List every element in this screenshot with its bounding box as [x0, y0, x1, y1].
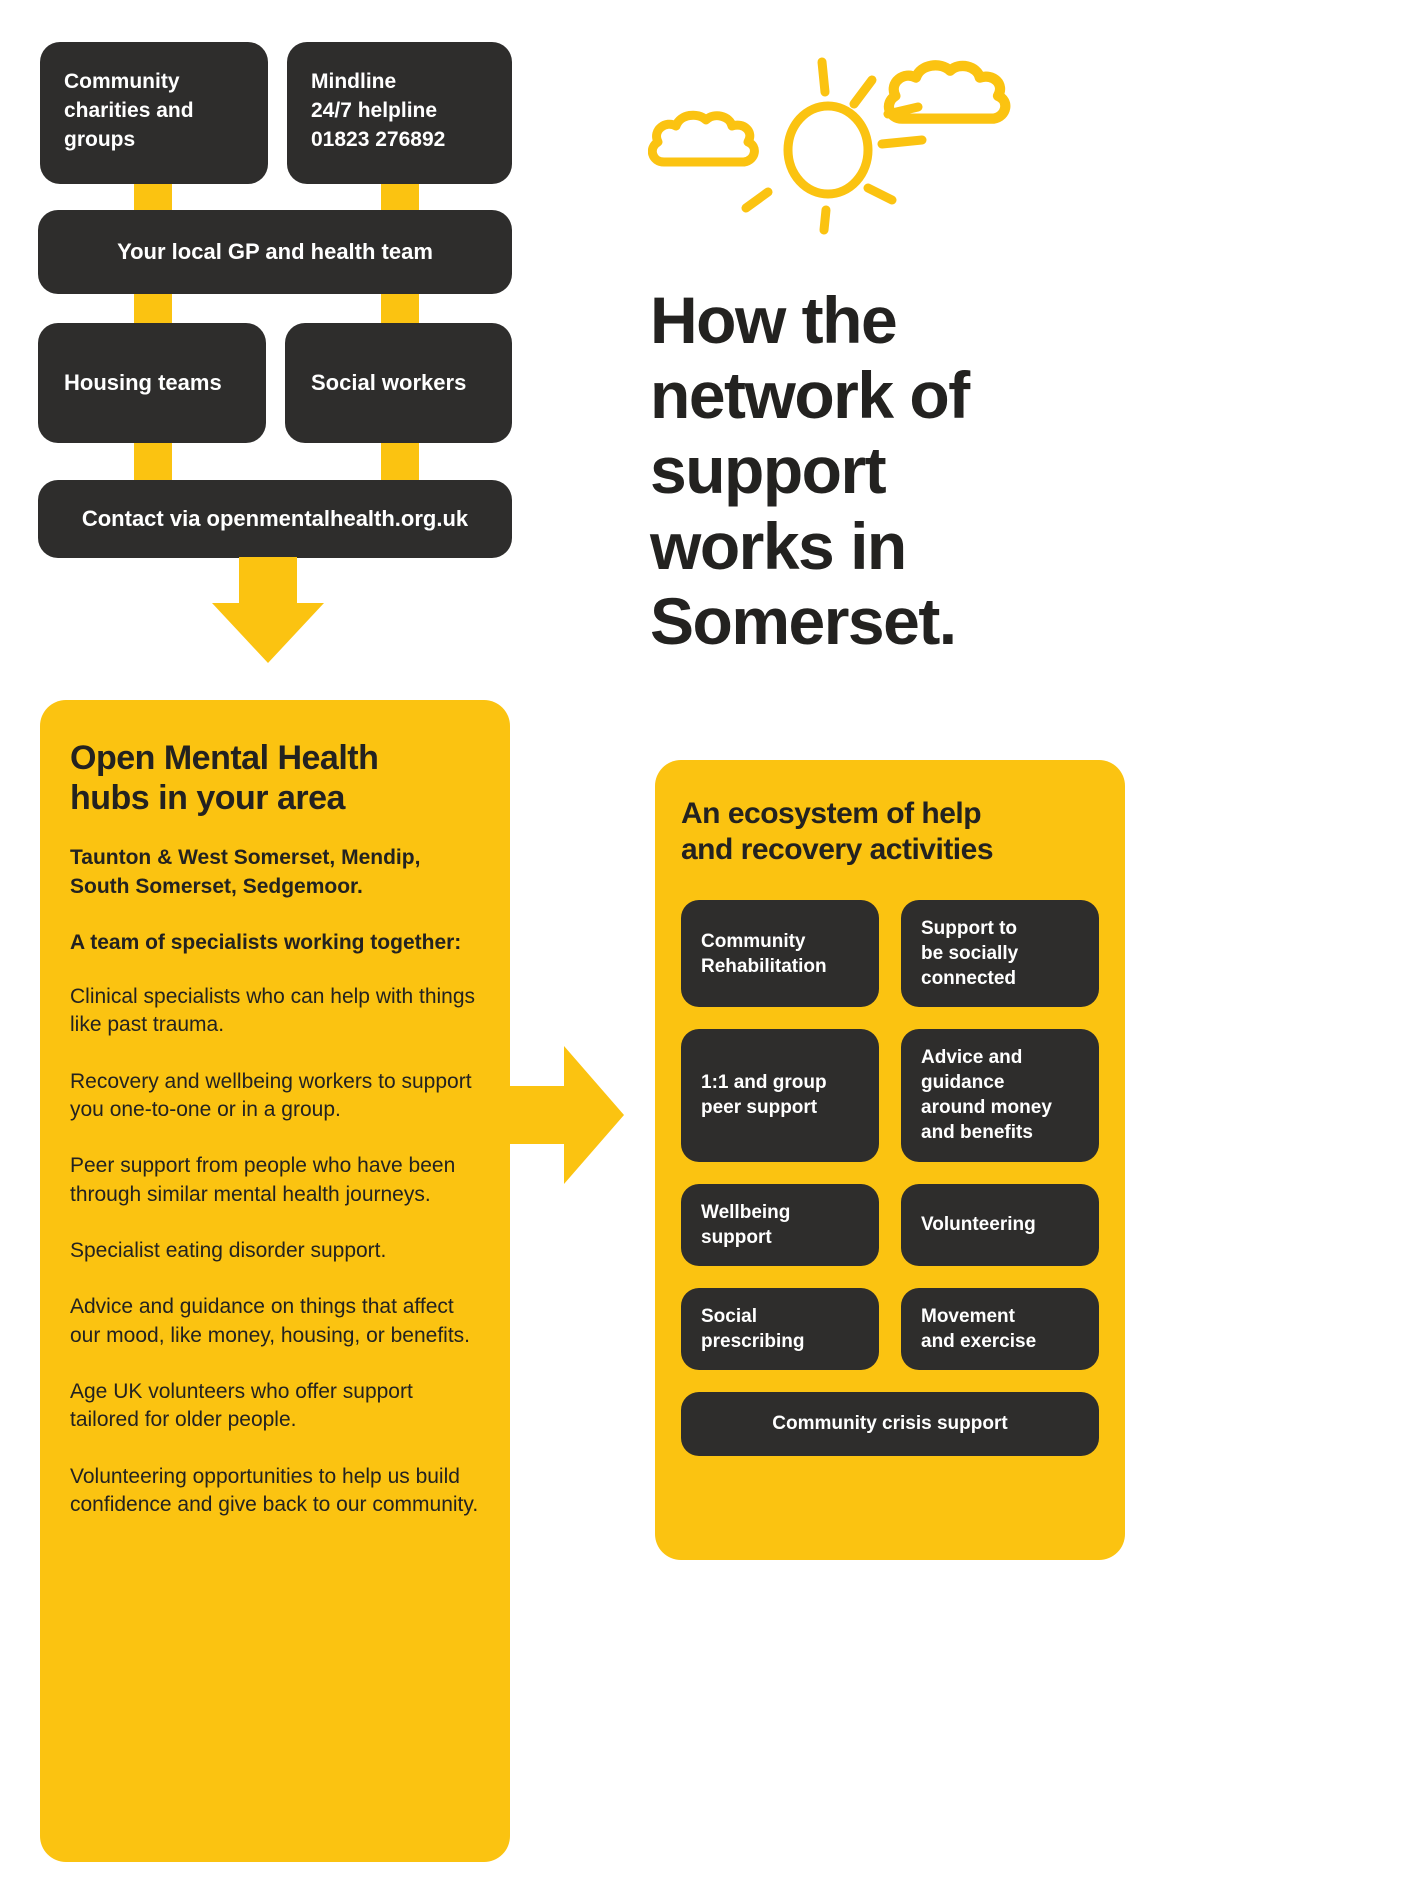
- flow-box-gp-health-team: Your local GP and health team: [38, 210, 512, 294]
- ecosystem-box-movement-exercise: Movement and exercise: [901, 1287, 1099, 1370]
- flow-box-community-charities: Community charities and groups: [40, 42, 268, 184]
- flow-box-mindline-helpline: Mindline 24/7 helpline 01823 276892: [287, 42, 512, 184]
- hub-card-team-heading: A team of specialists working together:: [70, 930, 462, 954]
- ecosystem-grid: Community Rehabilitation Support to be s…: [681, 900, 1099, 1456]
- down-arrow-icon: [212, 557, 324, 663]
- flow-box-contact-website: Contact via openmentalhealth.org.uk: [38, 480, 512, 558]
- ecosystem-box-volunteering: Volunteering: [901, 1183, 1099, 1266]
- flow-box-social-workers: Social workers: [285, 323, 512, 443]
- hub-paragraph: Age UK volunteers who offer support tail…: [70, 1380, 413, 1432]
- ecosystem-box-crisis-support: Community crisis support: [681, 1391, 1099, 1456]
- hub-card-title: Open Mental Health hubs in your area: [70, 739, 379, 818]
- ecosystem-box-socially-connected: Support to be socially connected: [901, 900, 1099, 1008]
- hub-paragraph: Peer support from people who have been t…: [70, 1154, 456, 1206]
- sun-doodle-icon: [648, 57, 1011, 235]
- hub-card: Open Mental Health hubs in your area Tau…: [40, 700, 510, 1862]
- hub-paragraph: Specialist eating disorder support.: [70, 1238, 387, 1262]
- flow-box-housing-teams: Housing teams: [38, 323, 266, 443]
- hub-card-areas: Taunton & West Somerset, Mendip, South S…: [70, 846, 421, 898]
- ecosystem-box-social-prescribing: Social prescribing: [681, 1287, 879, 1370]
- ecosystem-box-wellbeing-support: Wellbeing support: [681, 1183, 879, 1266]
- ecosystem-box-peer-support: 1:1 and group peer support: [681, 1029, 879, 1162]
- hub-paragraph: Volunteering opportunities to help us bu…: [70, 1464, 479, 1517]
- hub-paragraph: Clinical specialists who can help with t…: [70, 984, 476, 1037]
- ecosystem-card: An ecosystem of help and recovery activi…: [655, 760, 1125, 1560]
- ecosystem-card-title: An ecosystem of help and recovery activi…: [681, 797, 994, 866]
- hub-paragraph: Recovery and wellbeing workers to suppor…: [70, 1069, 472, 1121]
- hub-paragraph: Advice and guidance on things that affec…: [70, 1295, 470, 1347]
- ecosystem-box-community-rehabilitation: Community Rehabilitation: [681, 900, 879, 1008]
- page-title: How the network of support works in Some…: [650, 283, 970, 658]
- ecosystem-box-money-advice: Advice and guidance around money and ben…: [901, 1029, 1099, 1162]
- right-arrow-icon: [506, 1046, 624, 1184]
